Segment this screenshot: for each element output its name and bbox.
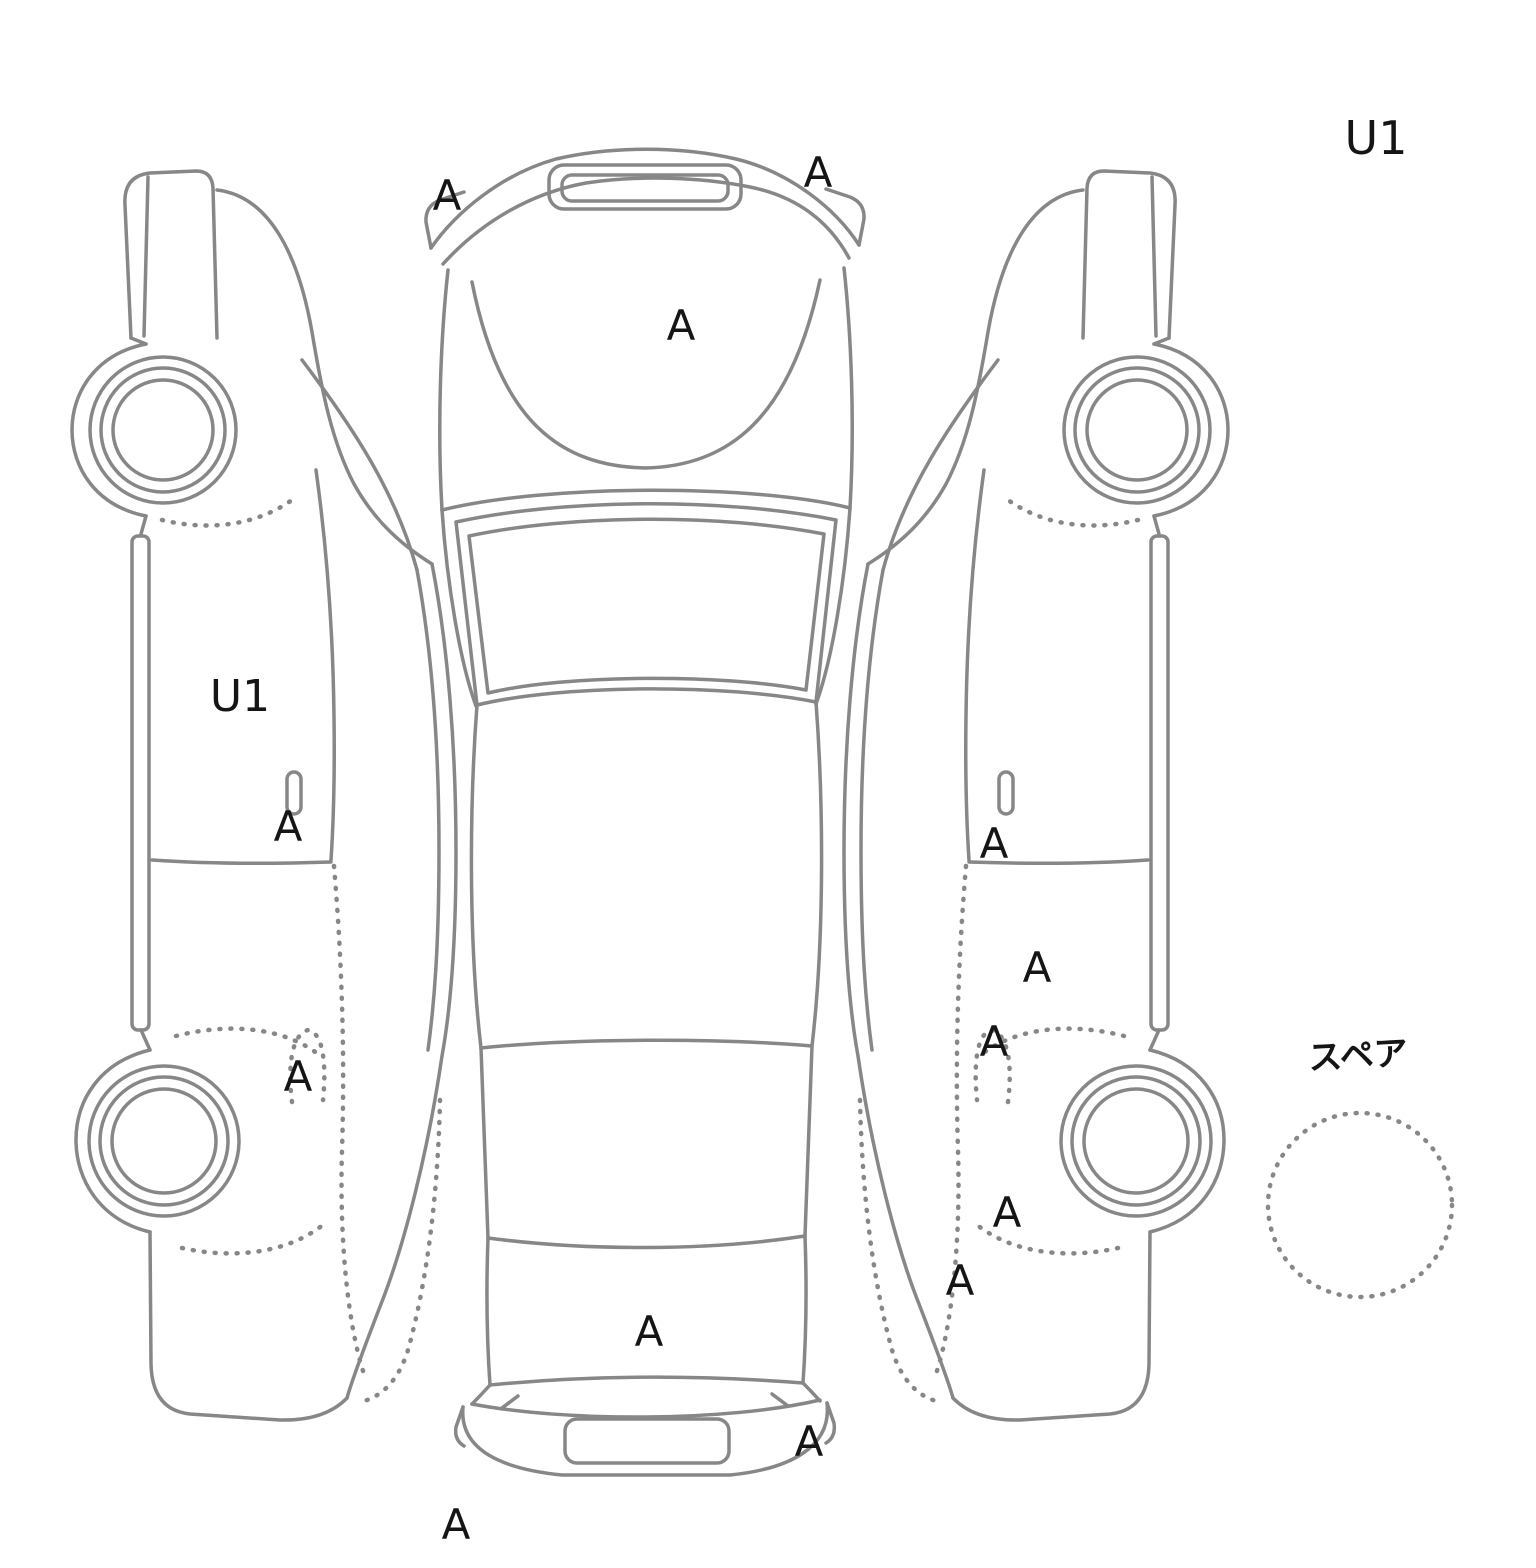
- damage-marker-a: A: [666, 301, 696, 350]
- spare-tire-label: スペア: [1307, 1033, 1409, 1079]
- damage-marker-a: A: [273, 802, 303, 851]
- left-side-view-outline: [72, 171, 456, 1420]
- spare-tire-circle: [1265, 1110, 1455, 1300]
- damage-marker-a: A: [992, 1188, 1022, 1237]
- damage-marker-a: A: [979, 819, 1009, 868]
- top-view-outline: [424, 147, 866, 1477]
- damage-marker-a: A: [803, 148, 833, 197]
- damage-marker-a: A: [441, 1500, 471, 1549]
- damage-marker-u1: U1: [209, 671, 271, 722]
- damage-marker-u1: U1: [1344, 111, 1408, 165]
- right-side-view-outline: [844, 171, 1228, 1420]
- damage-marker-a: A: [794, 1417, 824, 1466]
- damage-marker-a: A: [432, 171, 462, 220]
- damage-marker-a: A: [979, 1017, 1009, 1066]
- damage-marker-a: A: [945, 1256, 975, 1305]
- damage-marker-a: A: [283, 1052, 313, 1101]
- damage-marker-a: A: [1022, 943, 1052, 992]
- damage-marker-a: A: [634, 1307, 664, 1356]
